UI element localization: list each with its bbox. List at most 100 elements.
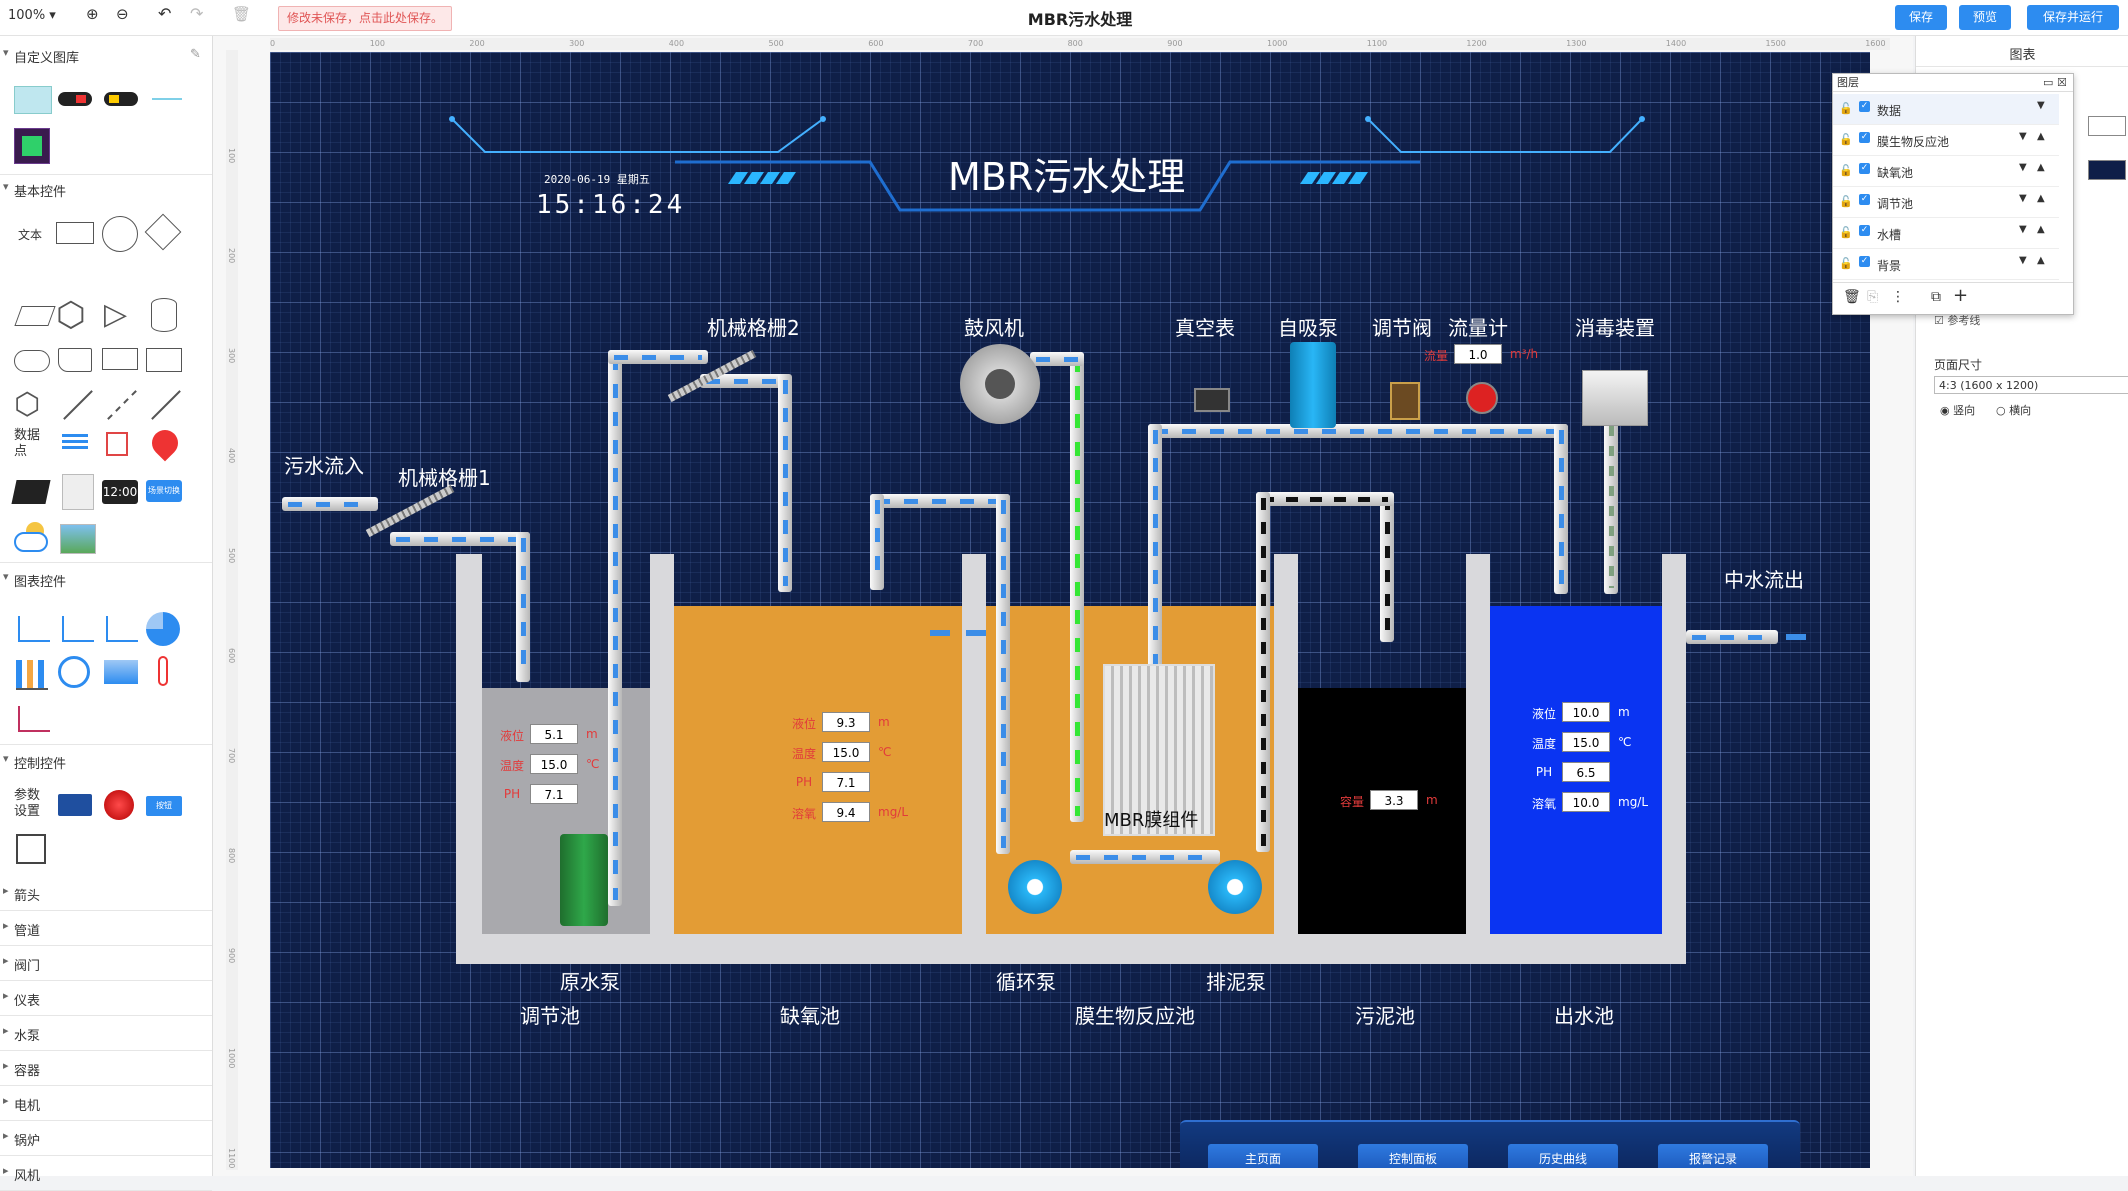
screen-thumb[interactable]	[14, 128, 50, 164]
orientation-portrait-radio[interactable]: ◉ 竖向	[1940, 404, 1976, 417]
group-1[interactable]: 箭头	[0, 882, 212, 904]
line-chart-icon[interactable]	[18, 616, 50, 642]
wave-chart-icon[interactable]	[104, 660, 138, 684]
layer-visible-checkbox[interactable]: ✓	[1859, 225, 1870, 236]
close-icon[interactable]: ☒	[2057, 76, 2067, 89]
group-5[interactable]: 水泵	[0, 1022, 212, 1044]
weather-icon[interactable]	[14, 522, 50, 552]
layers-titlebar[interactable]: 图层 ▭ ☒	[1833, 74, 2073, 92]
undo-icon[interactable]: ↶	[158, 4, 172, 23]
document-icon[interactable]	[62, 474, 94, 510]
layer-row[interactable]: 🔓✓背景▼▲	[1833, 249, 2059, 280]
parallelogram-tool[interactable]	[14, 306, 56, 326]
readout-value[interactable]: 15.0	[530, 754, 578, 774]
layer-row[interactable]: 🔓✓水槽▼▲	[1833, 218, 2059, 249]
area-line-chart-icon[interactable]	[106, 616, 138, 642]
layer-row[interactable]: 🔓✓数据▼	[1833, 94, 2059, 125]
layer-copy-icon[interactable]: ⎘	[1867, 289, 1879, 305]
thermometer-icon[interactable]	[158, 656, 168, 686]
diamond-tool[interactable]	[144, 213, 182, 251]
section-control-widgets[interactable]: 控制控件	[0, 750, 212, 772]
window-widget-icon[interactable]	[16, 834, 46, 864]
rectangle-tool[interactable]	[56, 222, 94, 244]
gauge-icon[interactable]	[58, 656, 90, 688]
lock-icon[interactable]: 🔓	[1839, 133, 1853, 146]
readout-value[interactable]: 10.0	[1562, 792, 1610, 812]
ref-line-checkbox[interactable]: ☑ 参考线	[1934, 314, 1981, 327]
trend-chart-icon[interactable]	[18, 706, 50, 732]
move-down-icon[interactable]: ▼	[2019, 193, 2027, 204]
section-custom-library[interactable]: 自定义图库✎	[0, 44, 212, 66]
button-widget[interactable]: 按钮	[146, 796, 182, 816]
speech-bubble-tool[interactable]	[102, 348, 138, 370]
sludge-discharge-pump[interactable]	[1208, 860, 1262, 914]
orientation-landscape-radio[interactable]: ○ 横向	[1996, 404, 2032, 417]
report-icon[interactable]	[106, 432, 128, 456]
layer-duplicate-icon[interactable]: ⧉	[1931, 289, 1941, 305]
line-tool[interactable]	[63, 390, 93, 420]
layer-more-icon[interactable]: ⋮	[1891, 289, 1905, 305]
location-pin-icon[interactable]	[146, 424, 184, 462]
readout-value[interactable]: 5.1	[530, 724, 578, 744]
readout-value[interactable]: 6.5	[1562, 762, 1610, 782]
move-down-icon[interactable]: ▼	[2019, 224, 2027, 235]
move-down-icon[interactable]: ▼	[2037, 100, 2045, 111]
nav-history-button[interactable]: 历史曲线	[1508, 1144, 1618, 1168]
tab-chart[interactable]: 图表	[2009, 48, 2036, 63]
readout-value[interactable]: 3.3	[1370, 790, 1418, 810]
move-up-icon[interactable]: ▲	[2037, 193, 2045, 204]
scene-switch-button[interactable]: 场景切换	[146, 480, 182, 502]
group-6[interactable]: 容器	[0, 1057, 212, 1079]
callout-tool[interactable]	[58, 348, 92, 372]
readout-value[interactable]: 7.1	[530, 784, 578, 804]
disinfection-device[interactable]	[1582, 370, 1648, 426]
readout-value[interactable]: 15.0	[822, 742, 870, 762]
group-2[interactable]: 管道	[0, 917, 212, 939]
move-down-icon[interactable]: ▼	[2019, 255, 2027, 266]
move-up-icon[interactable]: ▲	[2037, 255, 2045, 266]
indicator-light-icon[interactable]	[104, 790, 134, 820]
card-tool[interactable]	[146, 348, 182, 372]
color-swatch-dark[interactable]	[2088, 160, 2126, 180]
layer-visible-checkbox[interactable]: ✓	[1859, 101, 1870, 112]
zoom-out-icon[interactable]: ⊖	[116, 5, 129, 23]
custom-panel-thumb[interactable]	[14, 86, 52, 114]
flow-meter[interactable]	[1466, 382, 1498, 414]
readout-value[interactable]: 9.4	[822, 802, 870, 822]
switch-on-thumb[interactable]	[104, 92, 138, 106]
readout-value[interactable]: 9.3	[822, 712, 870, 732]
flow-value[interactable]: 1.0	[1454, 344, 1502, 364]
self-priming-pump[interactable]	[1290, 342, 1336, 428]
delete-icon[interactable]: 🗑	[232, 5, 252, 23]
camera-icon[interactable]	[11, 480, 51, 504]
layer-visible-checkbox[interactable]: ✓	[1859, 163, 1870, 174]
nav-home-button[interactable]: 主页面	[1208, 1144, 1318, 1168]
list-icon[interactable]	[62, 434, 88, 452]
image-icon[interactable]	[60, 524, 96, 554]
dashed-line-tool[interactable]	[107, 390, 137, 420]
readout-value[interactable]: 10.0	[1562, 702, 1610, 722]
move-up-icon[interactable]: ▲	[2037, 131, 2045, 142]
tank2-anoxic[interactable]	[674, 606, 962, 934]
move-up-icon[interactable]: ▲	[2037, 162, 2045, 173]
pie-chart-icon[interactable]	[146, 612, 180, 646]
blower-equipment[interactable]	[960, 344, 1040, 424]
page-size-select[interactable]: 4:3 (1600 x 1200)	[1934, 376, 2128, 394]
layer-delete-icon[interactable]: 🗑	[1843, 289, 1861, 305]
lock-icon[interactable]: 🔓	[1839, 257, 1853, 270]
screen1-grate[interactable]	[365, 484, 455, 538]
layer-visible-checkbox[interactable]: ✓	[1859, 132, 1870, 143]
multi-line-chart-icon[interactable]	[62, 616, 94, 642]
layer-row[interactable]: 🔓✓膜生物反应池▼▲	[1833, 125, 2059, 156]
save-run-button[interactable]: 保存并运行	[2027, 5, 2119, 30]
move-down-icon[interactable]: ▼	[2019, 131, 2027, 142]
group-7[interactable]: 电机	[0, 1092, 212, 1114]
section-basic-controls[interactable]: 基本控件	[0, 178, 212, 200]
cloud-tool[interactable]	[14, 350, 50, 372]
triangle-tool[interactable]: ▷	[104, 297, 128, 332]
lock-icon[interactable]: 🔓	[1839, 195, 1853, 208]
line-thumb[interactable]	[152, 98, 182, 100]
readout-value[interactable]: 15.0	[1562, 732, 1610, 752]
minimize-icon[interactable]: ▭	[2043, 76, 2054, 89]
switch-off-thumb[interactable]	[58, 92, 92, 106]
